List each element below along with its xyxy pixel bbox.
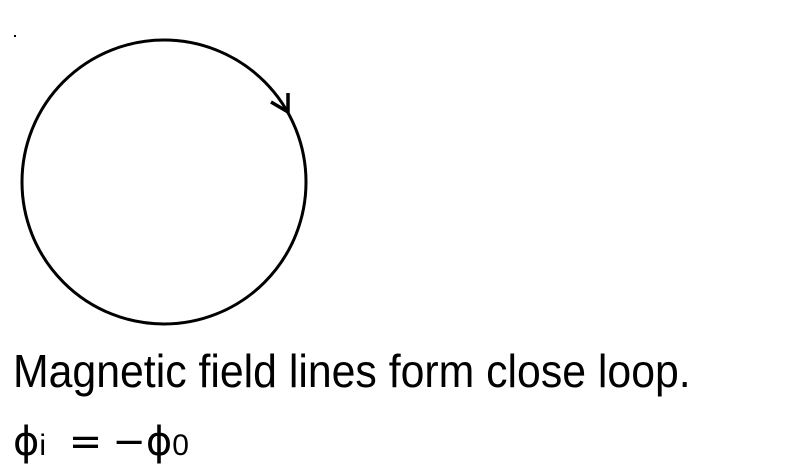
minus-sign: − bbox=[112, 419, 146, 465]
field-loop-circle bbox=[20, 38, 308, 326]
phi-symbol: ϕ bbox=[145, 419, 173, 465]
stray-dot bbox=[14, 35, 16, 37]
arrowhead-icon bbox=[270, 93, 290, 116]
equals-sign: = bbox=[68, 419, 103, 465]
subscript-0: 0 bbox=[172, 429, 189, 462]
phi-symbol: ϕ bbox=[13, 419, 40, 465]
subscript-i: i bbox=[39, 429, 47, 462]
field-loop-diagram bbox=[14, 35, 308, 326]
flux-equation: ϕi =−ϕ0 bbox=[13, 418, 189, 470]
caption-text: Magnetic field lines form close loop. bbox=[13, 345, 691, 397]
